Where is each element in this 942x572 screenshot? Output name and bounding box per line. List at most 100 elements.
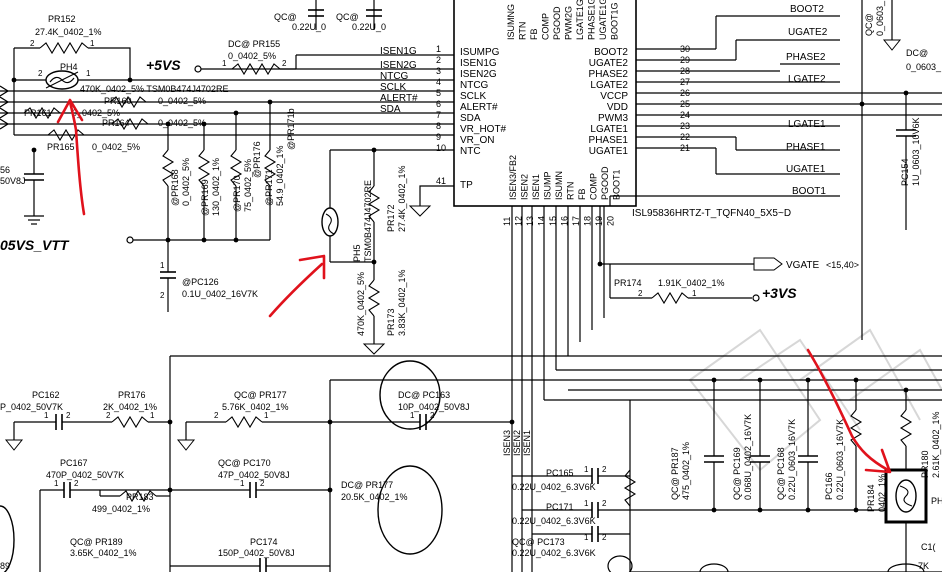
top-caps bbox=[308, 0, 382, 30]
component-ref: PC167 bbox=[60, 458, 88, 468]
right-net-label: PHASE2 bbox=[786, 52, 826, 63]
component-ref-vertical: QC@ bbox=[864, 13, 874, 36]
component-value: 150P_0402_50V8J bbox=[218, 548, 295, 558]
ic-left-pin-num: 8 bbox=[436, 121, 441, 131]
left-net-label: ALERT# bbox=[380, 93, 418, 104]
component-value: 0_0402_5% bbox=[72, 108, 120, 118]
component-ref-vertical: @PR169 bbox=[200, 179, 210, 216]
component-value: 0.22U_0402_6.3V6K bbox=[512, 482, 596, 492]
misc-label-k7: 7K bbox=[918, 561, 929, 571]
ic-right-pin-name: PHASE2 bbox=[589, 69, 629, 80]
ic-bottom-pin-name: FB bbox=[577, 188, 587, 200]
misc-label-qc-tl: QC@ bbox=[274, 12, 297, 22]
svg-text:2: 2 bbox=[282, 59, 287, 68]
unpopulated-footprint bbox=[377, 465, 443, 555]
component-value-vertical: 27.4K_0402_1% bbox=[397, 165, 407, 232]
misc-label-c50v: 50V8J bbox=[0, 176, 26, 186]
ic-part-number: ISL95836HRTZ-T_TQFN40_5X5~D bbox=[632, 208, 791, 219]
ic-right-pin-name: UGATE2 bbox=[589, 58, 629, 69]
component-ref-vertical: @PR168 bbox=[170, 169, 180, 206]
component-value-vertical: 0402_1% bbox=[877, 474, 887, 512]
svg-text:2: 2 bbox=[38, 69, 43, 78]
ic-bottom-pin-num: 20 bbox=[606, 216, 616, 226]
bottom-net-label: ISEN3 bbox=[502, 430, 512, 456]
ic-left-pin-name: NTC bbox=[460, 146, 481, 157]
component-value: 3.65K_0402_1% bbox=[70, 548, 137, 558]
ic-bottom-pin-name: COMP bbox=[589, 173, 599, 200]
left-edge-cap bbox=[24, 147, 44, 225]
component-value-vertical: 2.61K_0402_1% bbox=[931, 411, 941, 478]
rail-vtt: 05VS_VTT bbox=[0, 237, 70, 253]
svg-text:1: 1 bbox=[54, 479, 59, 488]
component-ref: QC@ PC173 bbox=[512, 537, 565, 547]
misc-label-qc-tl4: 0.22U_0 bbox=[352, 22, 386, 32]
component-ref: PC162 bbox=[32, 390, 60, 400]
component-value-vertical: 475_0402_1% bbox=[681, 442, 691, 500]
right-net-label: LGATE2 bbox=[788, 74, 826, 85]
component-value-vertical: 0.068U_0402_16V7K bbox=[743, 414, 753, 500]
svg-text:2: 2 bbox=[430, 411, 435, 420]
ic-right-pin-name: PHASE1 bbox=[589, 135, 629, 146]
ic-left-pin-name: ISEN1G bbox=[460, 58, 497, 69]
component-ref: DC@ PR177 bbox=[341, 480, 393, 490]
component-value: 0_0402_5% bbox=[228, 51, 276, 61]
svg-text:2: 2 bbox=[66, 411, 71, 420]
ph4-network: 2 1 2 1 bbox=[11, 39, 133, 135]
component-ref-vertical: PH5 bbox=[352, 244, 362, 262]
component-value: 0.22U_0402_6.3V6K bbox=[512, 548, 596, 558]
ic-bottom-pin-num: 16 bbox=[560, 216, 570, 226]
misc-labels: DC@0_0603_5650V8JPH6C1(7K89QC@0.22U_0QC@… bbox=[0, 12, 942, 571]
ic-body bbox=[453, 0, 637, 207]
ic-top-pin: PHASE1G bbox=[587, 0, 597, 40]
right-net-label: UGATE2 bbox=[788, 27, 828, 38]
component-ref-vertical: @PR171b bbox=[286, 108, 296, 150]
p5v-feed: 1 2 +5VS bbox=[146, 55, 297, 76]
component-value: 27.4K_0402_1% bbox=[35, 27, 102, 37]
ic-tp-number: 41 bbox=[436, 176, 446, 186]
component-ref: PR160 bbox=[104, 96, 132, 106]
ic-top-pin: UGATE1G bbox=[598, 0, 608, 40]
ic-bottom-pin-num: 15 bbox=[548, 216, 558, 226]
component-ref-vertical: QC@ PC168 bbox=[776, 447, 786, 500]
component-value: 470P_0402_50V7K bbox=[46, 470, 124, 480]
component-ref: DC@ PR155 bbox=[228, 39, 280, 49]
component-ref: QC@ PR177 bbox=[234, 390, 287, 400]
svg-text:2: 2 bbox=[30, 39, 35, 48]
pullup-resistors: 05VS_VTT 1 2 bbox=[0, 99, 277, 312]
component-value-vertical: TSM0B474J4702RE bbox=[363, 180, 373, 262]
component-ref-vertical: QC@ PC169 bbox=[732, 447, 742, 500]
right-net-label: UGATE1 bbox=[786, 164, 826, 175]
left-net-label: ISEN2G bbox=[380, 60, 417, 71]
ic-bottom-pin-name: ISEN1 bbox=[531, 174, 541, 200]
ic-left-pin-name: VR_HOT# bbox=[460, 124, 507, 135]
component-value-vertical: 75_0402_5% bbox=[243, 159, 253, 212]
component-ref: PC171 bbox=[546, 502, 574, 512]
misc-label-val-tr: 0_0603_ bbox=[906, 62, 942, 72]
vgate-label: VGATE bbox=[786, 260, 819, 271]
right-net-label: BOOT1 bbox=[792, 186, 826, 197]
component-value: 0_0402_5% bbox=[158, 118, 206, 128]
misc-label-qc-tl2: 0.22U_0 bbox=[292, 22, 326, 32]
ic-left-pin-num: 4 bbox=[436, 77, 441, 87]
ph5-thermistor bbox=[321, 207, 339, 237]
component-ref: PR174 bbox=[614, 278, 642, 288]
ic-right-pin-name: VCCP bbox=[600, 91, 628, 102]
misc-label-l89: 89 bbox=[0, 561, 10, 571]
left-net-label: NTCG bbox=[380, 71, 409, 82]
left-bus bbox=[0, 54, 454, 216]
ic-top-pin: RTN bbox=[518, 22, 528, 40]
component-ref: PR176 bbox=[118, 390, 146, 400]
component-ref-vertical: PR184 bbox=[866, 484, 876, 512]
svg-text:1: 1 bbox=[584, 533, 589, 542]
component-value: 47P_0402_50V8J bbox=[218, 470, 290, 480]
svg-text:1: 1 bbox=[44, 411, 49, 420]
component-ref-vertical: 470K_0402_5% bbox=[356, 272, 366, 336]
component-value-vertical: 3.83K_0402_1% bbox=[397, 269, 407, 336]
series-resistors bbox=[23, 95, 149, 142]
ic-right-pin-name: VDD bbox=[607, 102, 628, 113]
component-value: 0.1U_0402_16V7K bbox=[182, 289, 258, 299]
svg-text:2: 2 bbox=[74, 479, 79, 488]
ic-left-pin-name: VR_ON bbox=[460, 135, 494, 146]
ic-bottom-pin-name: RTN bbox=[566, 182, 576, 200]
